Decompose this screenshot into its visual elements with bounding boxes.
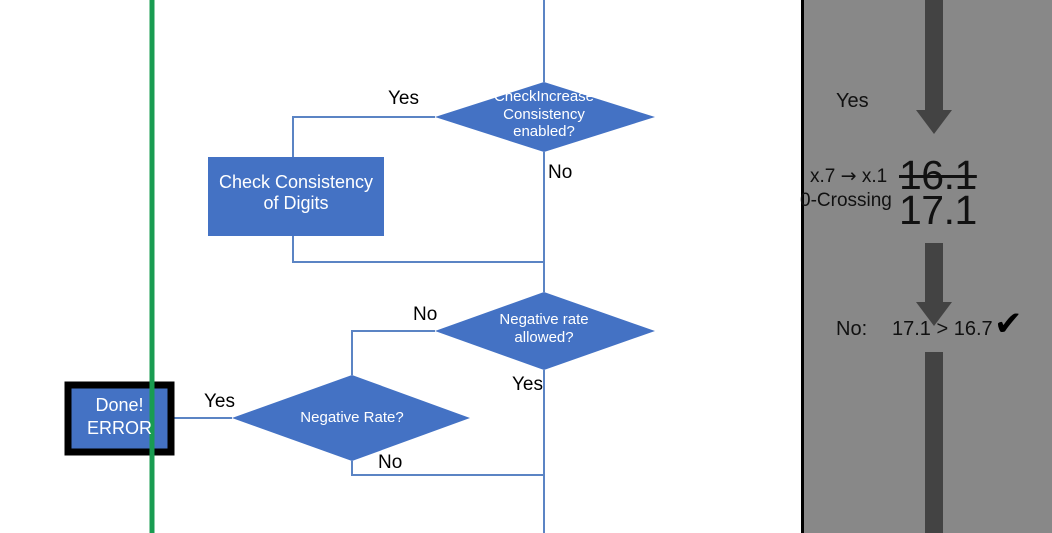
process-check-consistency-of-digits[interactable] [208,157,384,236]
panel-rule-line-1: x.7 → x.1 [810,165,887,188]
panel-rule-to: x.1 [861,166,888,187]
panel-rule-line-2: 0-Crossing [800,190,892,211]
panel-label-yes: Yes [836,90,869,112]
edge-label-negative-rate-allowed-yes: Yes [512,374,543,395]
panel-arrow-down-1 [916,0,952,134]
panel-result-prefix: No: [836,318,868,340]
connector-checkincrease-yes [292,116,435,157]
decision-negative-rate-allowed[interactable] [435,292,655,370]
decision-check-increase-consistency[interactable] [435,82,655,152]
edge-label-negative-rate-yes: Yes [204,391,235,412]
panel-rule-from: x.7 [810,166,836,187]
panel-value-current: 17.1 [899,187,977,233]
panel-bar-down-3 [925,352,943,533]
right-arrow-icon: → [840,165,857,187]
edge-label-check-increase-yes: Yes [388,88,419,109]
panel-result-comparison: 17.1 > 16.7 [892,318,993,340]
edge-label-negative-rate-no: No [378,452,403,473]
connector-process-to-spine [292,236,544,263]
edge-label-check-increase-no: No [548,162,573,183]
panel-arrow-down-2 [916,243,952,326]
connector-negrate-no [351,461,544,476]
connector-negrateallowed-no [351,330,435,375]
check-mark-icon: ✔ [994,304,1023,344]
decision-negative-rate[interactable] [232,375,470,461]
edge-label-negative-rate-allowed-no: No [413,304,438,325]
panel-value-struck: 16.1 [899,152,977,198]
terminator-done-error[interactable] [64,381,175,456]
